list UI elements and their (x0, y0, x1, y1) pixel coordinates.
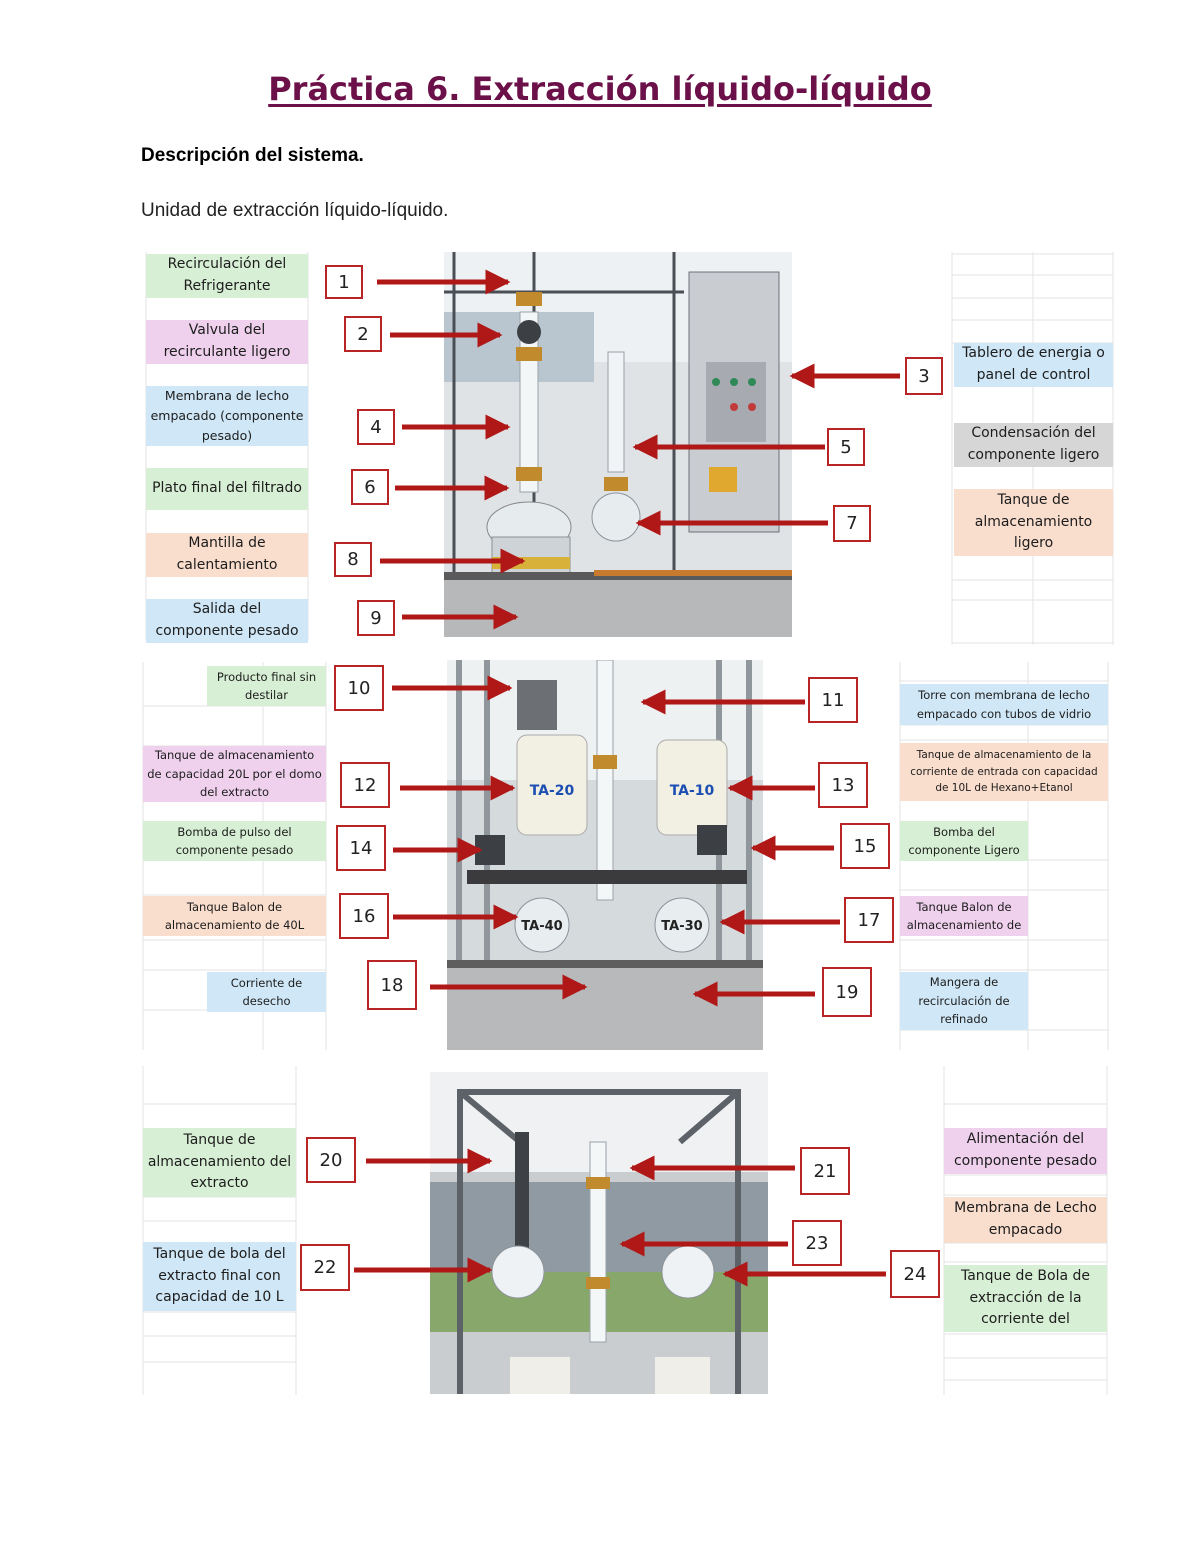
callout-number-10: 10 (334, 665, 384, 711)
label-tanque-10l-hexano: Tanque de almacenamiento de la corriente… (900, 743, 1108, 801)
callout-number-8: 8 (334, 542, 372, 577)
callout-number-18: 18 (367, 960, 417, 1010)
callout-number-23: 23 (792, 1220, 842, 1266)
label-tanque-almacenamiento-extracto: Tanque de almacenamiento del extracto (143, 1128, 296, 1197)
label-bomba-pulso-pesado: Bomba de pulso del componente pesado (143, 821, 326, 861)
intro-text: Unidad de extracción líquido-líquido. (141, 200, 449, 221)
callout-number-15: 15 (840, 823, 890, 869)
callout-number-20: 20 (306, 1137, 356, 1183)
callout-number-16: 16 (339, 893, 389, 939)
label-producto-final: Producto final sin destilar (207, 666, 326, 706)
label-recirculacion-refrigerante: Recirculación del Refrigerante (146, 254, 308, 298)
label-valvula-recirculante: Valvula del recirculante ligero (146, 320, 308, 364)
callout-number-11: 11 (808, 677, 858, 723)
label-membrana-lecho-empacado: Membrana de Lecho empacado (944, 1197, 1107, 1243)
callout-number-17: 17 (844, 897, 894, 943)
callout-number-19: 19 (822, 967, 872, 1017)
callout-number-3: 3 (905, 357, 943, 395)
tank-mark-ta40: TA-40 (521, 919, 562, 934)
photo-extraction-unit-top (444, 252, 792, 637)
callout-number-9: 9 (357, 600, 395, 636)
label-torre-membrana: Torre con membrana de lecho empacado con… (900, 684, 1108, 725)
callout-number-4: 4 (357, 409, 395, 445)
label-salida-componente-pesado: Salida del componente pesado (146, 599, 308, 643)
label-alimentacion-pesado: Alimentación del componente pesado (944, 1128, 1107, 1174)
label-membrana-lecho: Membrana de lecho empacado (componente p… (146, 386, 308, 446)
callout-number-7: 7 (833, 505, 871, 542)
page-title: Práctica 6. Extracción líquido-líquido (268, 70, 932, 108)
callout-number-5: 5 (827, 428, 865, 466)
label-mantilla-calentamiento: Mantilla de calentamiento (146, 533, 308, 577)
photo-extraction-unit-bottom (430, 1072, 768, 1394)
label-condensacion-ligero: Condensación del componente ligero (954, 423, 1113, 467)
section-heading: Descripción del sistema. (141, 145, 364, 166)
callout-number-12: 12 (340, 762, 390, 808)
callout-number-21: 21 (800, 1147, 850, 1195)
label-tablero-energia: Tablero de energia o panel de control (954, 343, 1113, 387)
callout-number-22: 22 (300, 1244, 350, 1291)
label-tanque-bola-extraccion: Tanque de Bola de extracción de la corri… (944, 1265, 1107, 1332)
label-manguera-recirculacion: Mangera de recirculación de refinado (900, 972, 1028, 1030)
callout-number-6: 6 (351, 469, 389, 505)
callout-number-24: 24 (890, 1250, 940, 1298)
label-tanque-bola-extracto: Tanque de bola del extracto final con ca… (143, 1242, 296, 1311)
label-tanque-balon-40l: Tanque Balon de almacenamiento de 40L (143, 896, 326, 936)
photo-extraction-unit-middle: TA-20 TA-10 TA-40 TA-30 (447, 660, 763, 1050)
label-corriente-desecho: Corriente de desecho (207, 972, 326, 1012)
tank-mark-ta30: TA-30 (661, 919, 702, 934)
label-bomba-ligero: Bomba del componente Ligero (900, 821, 1028, 861)
label-tanque-almacenamiento-ligero: Tanque de almacenamiento ligero (954, 489, 1113, 556)
label-tanque-20l: Tanque de almacenamiento de capacidad 20… (143, 746, 326, 802)
label-tanque-balon-ligero: Tanque Balon de almacenamiento de (900, 896, 1028, 936)
callout-number-14: 14 (336, 825, 386, 871)
tank-mark-ta10: TA-10 (670, 783, 715, 799)
tank-mark-ta20: TA-20 (530, 783, 575, 799)
label-plato-final: Plato final del filtrado (146, 468, 308, 510)
callout-number-1: 1 (325, 265, 363, 299)
callout-number-2: 2 (344, 316, 382, 352)
callout-number-13: 13 (818, 762, 868, 808)
